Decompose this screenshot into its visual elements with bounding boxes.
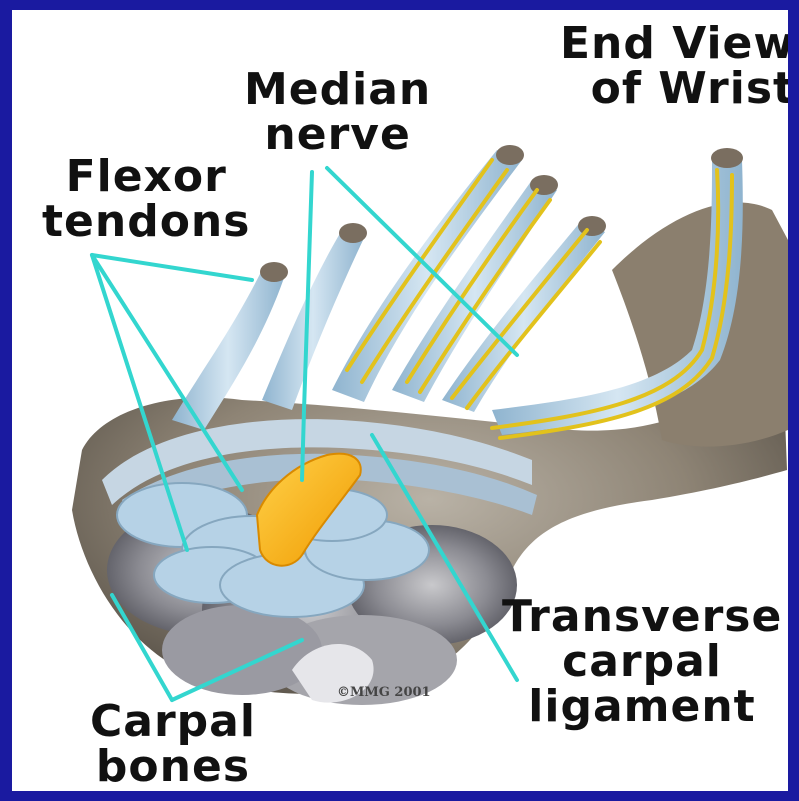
end-view-line2: of Wrist: [560, 67, 788, 112]
label-transverse-carpal-ligament: Transverse carpal ligament: [502, 595, 782, 730]
median-line2: nerve: [244, 113, 431, 158]
copyright-text: ©MMG 2001: [337, 685, 431, 700]
carpal-line1: Carpal: [90, 700, 256, 745]
label-carpal-bones: Carpal bones: [90, 700, 256, 790]
median-line1: Median: [244, 68, 431, 113]
label-median-nerve: Median nerve: [244, 68, 431, 158]
transverse-line3: ligament: [502, 685, 782, 730]
end-view-line1: End View: [560, 22, 788, 67]
diagram-panel: End View of Wrist Median nerve Flexor te…: [12, 10, 788, 791]
label-end-view-of-wrist: End View of Wrist: [560, 22, 788, 112]
carpal-line2: bones: [90, 745, 256, 790]
flexor-line2: tendons: [42, 200, 250, 245]
transverse-line2: carpal: [502, 640, 782, 685]
leader-flexor-1: [92, 255, 252, 280]
transverse-line1: Transverse: [502, 595, 782, 640]
flexor-line1: Flexor: [42, 155, 250, 200]
label-flexor-tendons: Flexor tendons: [42, 155, 250, 245]
